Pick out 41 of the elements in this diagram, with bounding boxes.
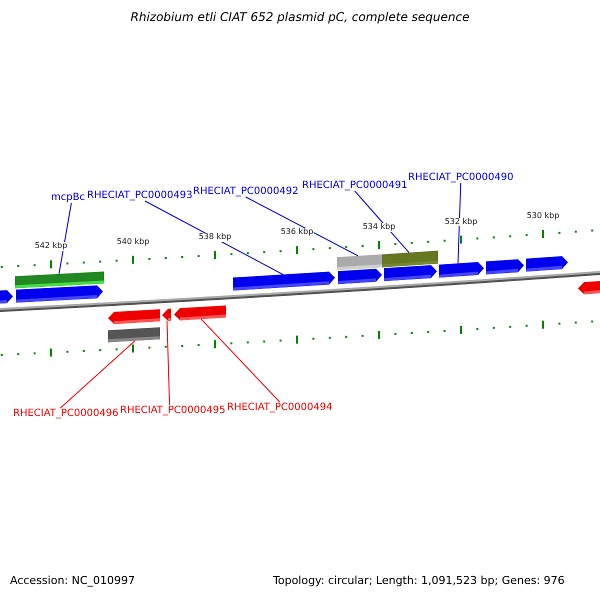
gene-label: RHECIAT_PC0000492 bbox=[193, 186, 298, 197]
feature-bar bbox=[337, 254, 382, 270]
gene-feature bbox=[578, 280, 600, 295]
gene-label: RHECIAT_PC0000494 bbox=[227, 402, 332, 413]
leader-line bbox=[245, 196, 358, 256]
gene-label: RHECIAT_PC0000491 bbox=[302, 180, 408, 191]
leader-line bbox=[60, 340, 136, 408]
gene-label: RHECIAT_PC0000496 bbox=[13, 408, 118, 419]
gene-feature bbox=[16, 285, 103, 303]
leader-line bbox=[200, 318, 280, 402]
feature-bar bbox=[108, 327, 160, 342]
scale-label: 536 kbp bbox=[280, 228, 314, 237]
footer-text: Topology: circular; Length: 1,091,523 bp; Genes: 976 bbox=[273, 575, 565, 588]
gene-feature bbox=[162, 308, 171, 322]
scale-label: 530 kbp bbox=[526, 212, 560, 221]
leader-line bbox=[166, 320, 170, 406]
scale-label: 534 kbp bbox=[362, 223, 396, 232]
leader-line bbox=[458, 182, 462, 264]
footer-text: Accession: NC_010997 bbox=[10, 575, 136, 588]
scale-label: 538 kbp bbox=[198, 233, 232, 242]
gene-feature bbox=[174, 305, 226, 320]
gene-feature bbox=[0, 290, 13, 304]
gene-feature bbox=[233, 272, 335, 291]
title: Rhizobium etli CIAT 652 plasmid pC, complete sequence bbox=[130, 11, 470, 24]
leader-line bbox=[144, 200, 284, 276]
feature-bar bbox=[382, 250, 438, 268]
gene-feature bbox=[439, 262, 484, 278]
gene-feature bbox=[486, 259, 524, 274]
gene-feature bbox=[526, 256, 568, 272]
gene-label: RHECIAT_PC0000490 bbox=[408, 172, 514, 183]
scale-label: 540 kbp bbox=[116, 238, 150, 247]
gene-label: RHECIAT_PC0000495 bbox=[120, 405, 226, 416]
gene-label: mcpBc bbox=[51, 192, 85, 203]
gene-feature bbox=[384, 265, 437, 282]
leader-line bbox=[58, 202, 72, 274]
scale-label: 532 kbp bbox=[444, 218, 478, 226]
gene-feature bbox=[108, 309, 160, 324]
gene-feature bbox=[338, 268, 382, 284]
feature-bar bbox=[15, 271, 104, 288]
gene-label: RHECIAT_PC0000493 bbox=[87, 190, 192, 201]
scale-label: 542 kbp bbox=[34, 242, 68, 252]
